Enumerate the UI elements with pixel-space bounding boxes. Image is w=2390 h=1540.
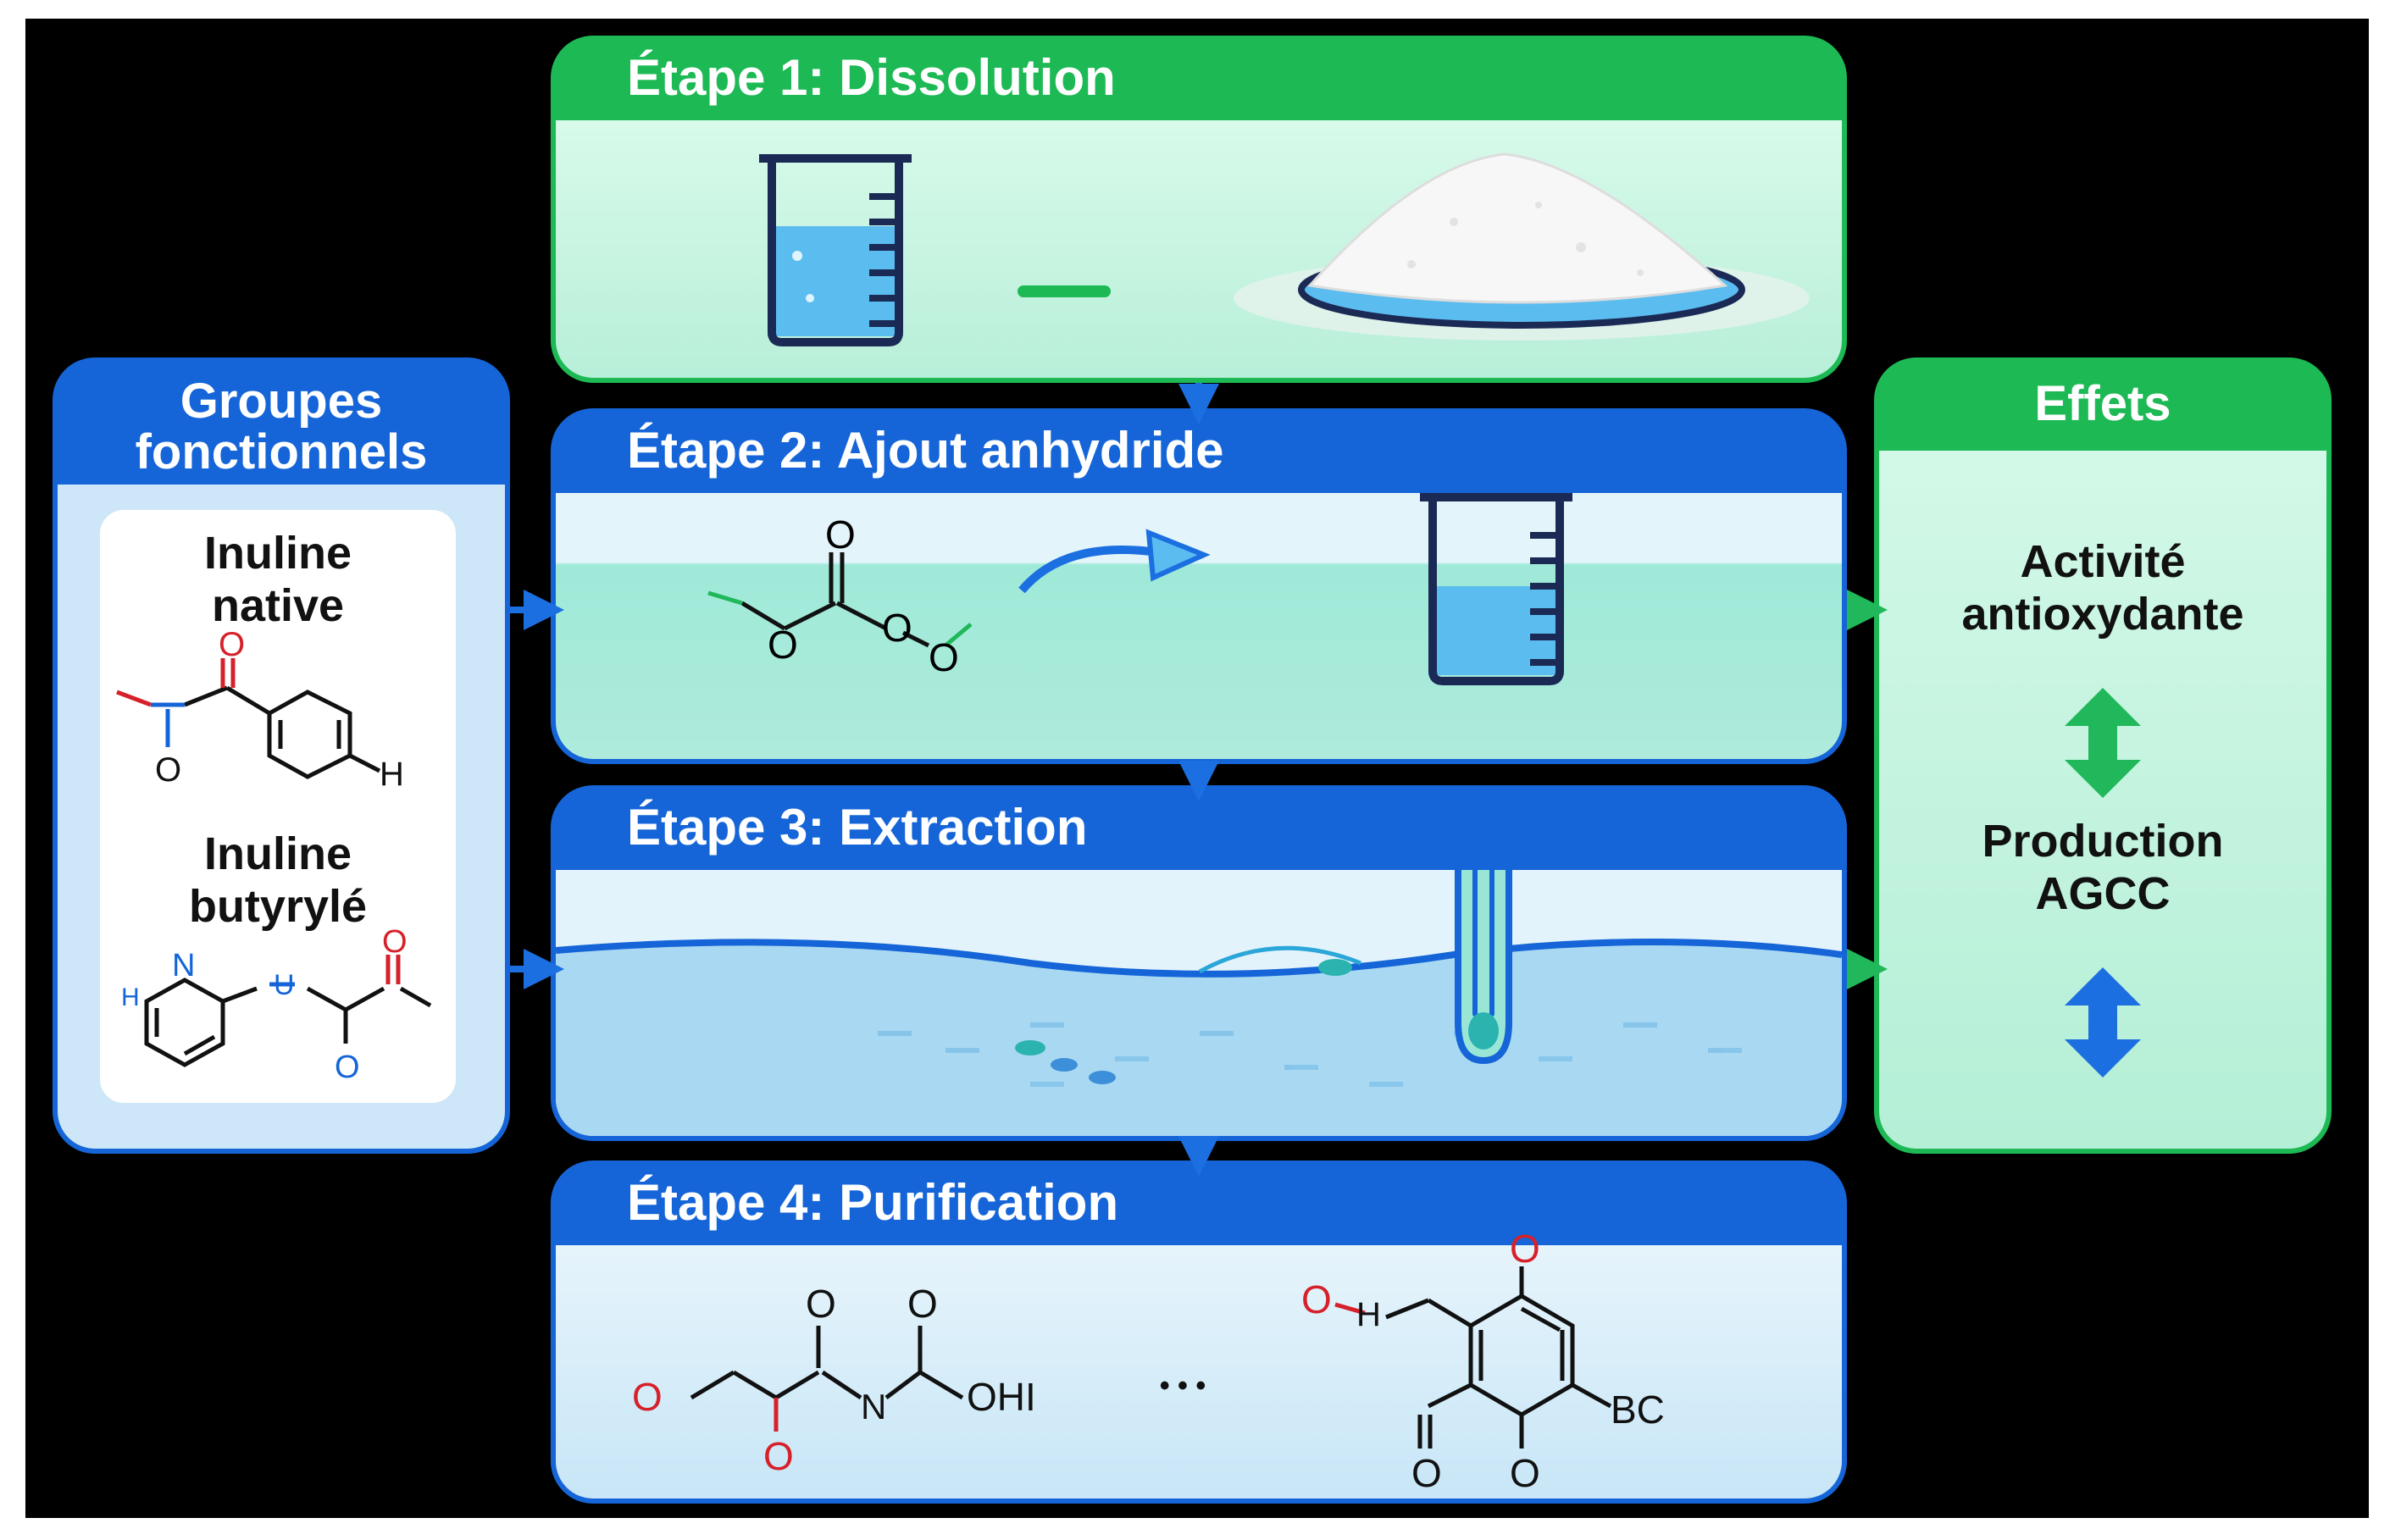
reaction-arrow-icon	[1018, 529, 1211, 594]
beaker-icon	[759, 154, 912, 346]
purif-o2: O	[763, 1434, 794, 1478]
butyryl-u: U	[274, 969, 295, 1001]
purif-left-o: O	[1411, 1451, 1442, 1495]
compound-card: Inuline native O	[100, 510, 456, 1103]
step-1-title: Étape 1: Dissolution	[627, 49, 1116, 106]
anhydride-o2: O	[882, 606, 912, 650]
step-2-box: Étape 2: Ajout anhydride O O O O	[551, 408, 1847, 764]
compound-native-label: Inuline native	[204, 528, 352, 631]
native-inulin-structure: O O H	[116, 626, 404, 793]
native-h: H	[380, 756, 404, 793]
anhydride-o3: O	[929, 635, 959, 679]
purif-ohi: OHI	[967, 1375, 1036, 1419]
step-1-body	[556, 120, 1842, 378]
purif-top-o: O	[1510, 1227, 1540, 1271]
purif-o3: O	[806, 1282, 836, 1326]
native-o-top: O	[219, 626, 245, 663]
butyryl-o-bottom: O	[335, 1050, 360, 1085]
purif-o4: O	[907, 1282, 938, 1326]
purified-molecule-1: O O O O N OHI	[632, 1282, 1036, 1478]
dash-connector	[1018, 285, 1111, 297]
step-3-box: Étape 3: Extraction	[551, 785, 1847, 1141]
anhydride-molecule: O O O O	[707, 512, 973, 679]
native-o-bottom: O	[155, 751, 181, 789]
functional-groups-title: Groupes fonctionnels	[135, 374, 428, 479]
step-3-body	[556, 870, 1842, 1136]
purif-o1: O	[632, 1375, 663, 1419]
effect-scfa: Production AGCC	[1982, 816, 2224, 919]
step-2-body: O O O O	[556, 493, 1842, 759]
purif-bottom-o: O	[1510, 1451, 1540, 1495]
purif-bc: BC	[1611, 1388, 1665, 1432]
probe-icon	[1455, 870, 1512, 1065]
anhydride-o-top: O	[825, 512, 856, 557]
effects-panel: Effets Activité antioxydante Production …	[1874, 357, 2332, 1154]
effect-antioxidant: Activité antioxydante	[1961, 536, 2244, 640]
butyryl-o-top: O	[382, 924, 408, 960]
effects-title: Effets	[2034, 376, 2171, 431]
functional-groups-body: Inuline native O	[58, 485, 505, 1149]
functional-groups-panel: Groupes fonctionnels Inuline native	[53, 357, 510, 1154]
purif-h: H	[1356, 1296, 1381, 1333]
liquid-wave	[556, 939, 1842, 1136]
compound-butyryl-label: Inuline butyrylé	[188, 828, 368, 932]
purified-molecule-2: O H O O O BC	[1301, 1227, 1665, 1495]
effects-body: Activité antioxydante Production AGCC	[1879, 451, 2326, 1149]
butyryl-h: H	[121, 983, 140, 1011]
ellipsis-dots: • • •	[1159, 1370, 1206, 1402]
powder-pile-icon	[1234, 152, 1810, 341]
step-4-title: Étape 4: Purification	[627, 1174, 1119, 1231]
step-3-title: Étape 3: Extraction	[627, 799, 1088, 856]
step-2-title: Étape 2: Ajout anhydride	[627, 422, 1224, 479]
double-arrow-blue-icon	[2065, 967, 2141, 1077]
purif-n: N	[861, 1387, 886, 1426]
anhydride-o1: O	[768, 623, 798, 667]
purif-oh: O	[1301, 1277, 1332, 1321]
step-1-box: Étape 1: Dissolution	[551, 36, 1847, 383]
step-4-box: Étape 4: Purification O O O O N OHI • • …	[551, 1161, 1847, 1504]
step-4-body: O O O O N OHI • • • O	[556, 1227, 1842, 1498]
diagram-canvas: Étape 1: Dissolution Étape 2: Ajout anhy…	[25, 19, 2369, 1518]
flow-arrows	[510, 383, 1888, 1177]
butyryl-inulin-structure: N H U O O	[121, 924, 432, 1085]
butyryl-n: N	[172, 948, 195, 983]
beaker-icon	[1420, 493, 1572, 685]
double-arrow-green-icon	[2065, 688, 2141, 798]
